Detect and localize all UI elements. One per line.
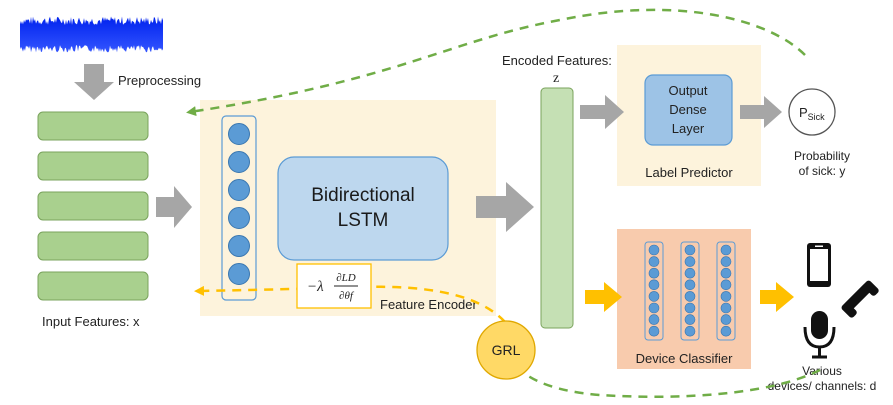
- classifier-neuron-node: [720, 302, 732, 314]
- bilstm-label-line1: Bidirectional: [311, 185, 415, 206]
- device-feedback-dashed-line: [514, 364, 821, 398]
- classifier-node-column: [644, 241, 664, 341]
- output-layer-line1: Output: [668, 83, 707, 98]
- waveform-icon: [20, 16, 163, 53]
- neuron-node: [228, 263, 250, 285]
- neuron-node: [228, 179, 250, 201]
- classifier-neuron-node: [684, 302, 696, 314]
- classifier-neuron-node: [720, 244, 732, 256]
- input-features-stack: [37, 111, 149, 301]
- device-classifier-columns: [644, 241, 736, 341]
- input-features-label: Input Features: x: [42, 314, 140, 329]
- devices-line1: Various: [802, 364, 842, 378]
- input-feature-box: [37, 271, 149, 301]
- neuron-node: [228, 235, 250, 257]
- classifier-neuron-node: [720, 267, 732, 279]
- p-sick-label: PSick: [799, 105, 825, 122]
- bilstm-label-line2: LSTM: [338, 210, 389, 231]
- classifier-neuron-node: [684, 256, 696, 267]
- neuron-node: [228, 207, 250, 229]
- input-to-encoder-arrow: [156, 186, 192, 228]
- label-feedback-dashed-arrow: [186, 8, 806, 117]
- device-classifier-label: Device Classifier: [636, 351, 733, 366]
- classifier-neuron-node: [648, 302, 660, 314]
- classifier-neuron-node: [684, 291, 696, 302]
- grl-node: [476, 320, 536, 380]
- classifier-neuron-node: [648, 314, 660, 325]
- input-feature-box: [37, 231, 149, 261]
- classifier-neuron-node: [648, 256, 660, 267]
- classifier-neuron-node: [648, 291, 660, 302]
- classifier-neuron-node: [684, 267, 696, 279]
- classifier-to-devices-arrow: [760, 282, 794, 312]
- input-feature-box: [37, 191, 149, 221]
- encoded-features-bar: [540, 87, 574, 329]
- classifier-neuron-node: [720, 314, 732, 325]
- label-predictor-label: Label Predictor: [645, 165, 733, 180]
- classifier-neuron-node: [684, 244, 696, 256]
- grl-formula-denominator: ∂θf: [339, 290, 355, 302]
- grl-formula-numerator: ∂LD: [336, 272, 356, 284]
- preprocessing-arrow: [74, 64, 114, 100]
- classifier-node-column: [716, 241, 736, 341]
- microphone-icon: [803, 311, 836, 359]
- feature-encoder-label: Feature Encoder: [380, 297, 478, 312]
- bilstm-box: [277, 156, 449, 261]
- output-layer-line2: Dense: [669, 102, 707, 117]
- probability-line1: Probability: [794, 149, 850, 163]
- grl-formula-prefix: −λ: [307, 279, 324, 295]
- reverse-gradient-dashed-arrow: [194, 285, 506, 323]
- output-dense-layer-box: [644, 74, 733, 146]
- output-layer-line3: Layer: [672, 121, 705, 136]
- classifier-neuron-node: [648, 279, 660, 291]
- classifier-node-column: [680, 241, 700, 341]
- grl-label: GRL: [492, 342, 521, 358]
- neuron-node: [228, 151, 250, 173]
- encoded-features-var: z: [553, 71, 559, 86]
- classifier-neuron-node: [720, 256, 732, 267]
- z-to-classifier-arrow: [585, 282, 622, 312]
- encoded-features-label: Encoded Features:: [502, 53, 612, 68]
- classifier-neuron-node: [648, 325, 660, 337]
- encoder-to-z-arrow: [476, 182, 534, 232]
- input-nodes: [228, 123, 250, 285]
- classifier-neuron-node: [684, 314, 696, 325]
- classifier-neuron-node: [720, 291, 732, 302]
- input-feature-box: [37, 111, 149, 141]
- p-sick-node: [788, 88, 836, 136]
- devices-line2: devices/ channels: d: [768, 379, 877, 393]
- input-feature-box: [37, 151, 149, 181]
- telephone-icon: [841, 280, 879, 318]
- classifier-neuron-node: [720, 279, 732, 291]
- classifier-neuron-node: [684, 325, 696, 337]
- classifier-neuron-node: [720, 325, 732, 337]
- neuron-node: [228, 123, 250, 145]
- preprocessing-label: Preprocessing: [118, 73, 201, 88]
- output-to-psick-arrow: [740, 96, 782, 128]
- z-to-output-arrow: [580, 95, 624, 129]
- classifier-neuron-node: [648, 244, 660, 256]
- probability-line2: of sick: y: [799, 164, 846, 178]
- smartphone-icon: [807, 243, 831, 287]
- classifier-neuron-node: [684, 279, 696, 291]
- classifier-neuron-node: [648, 267, 660, 279]
